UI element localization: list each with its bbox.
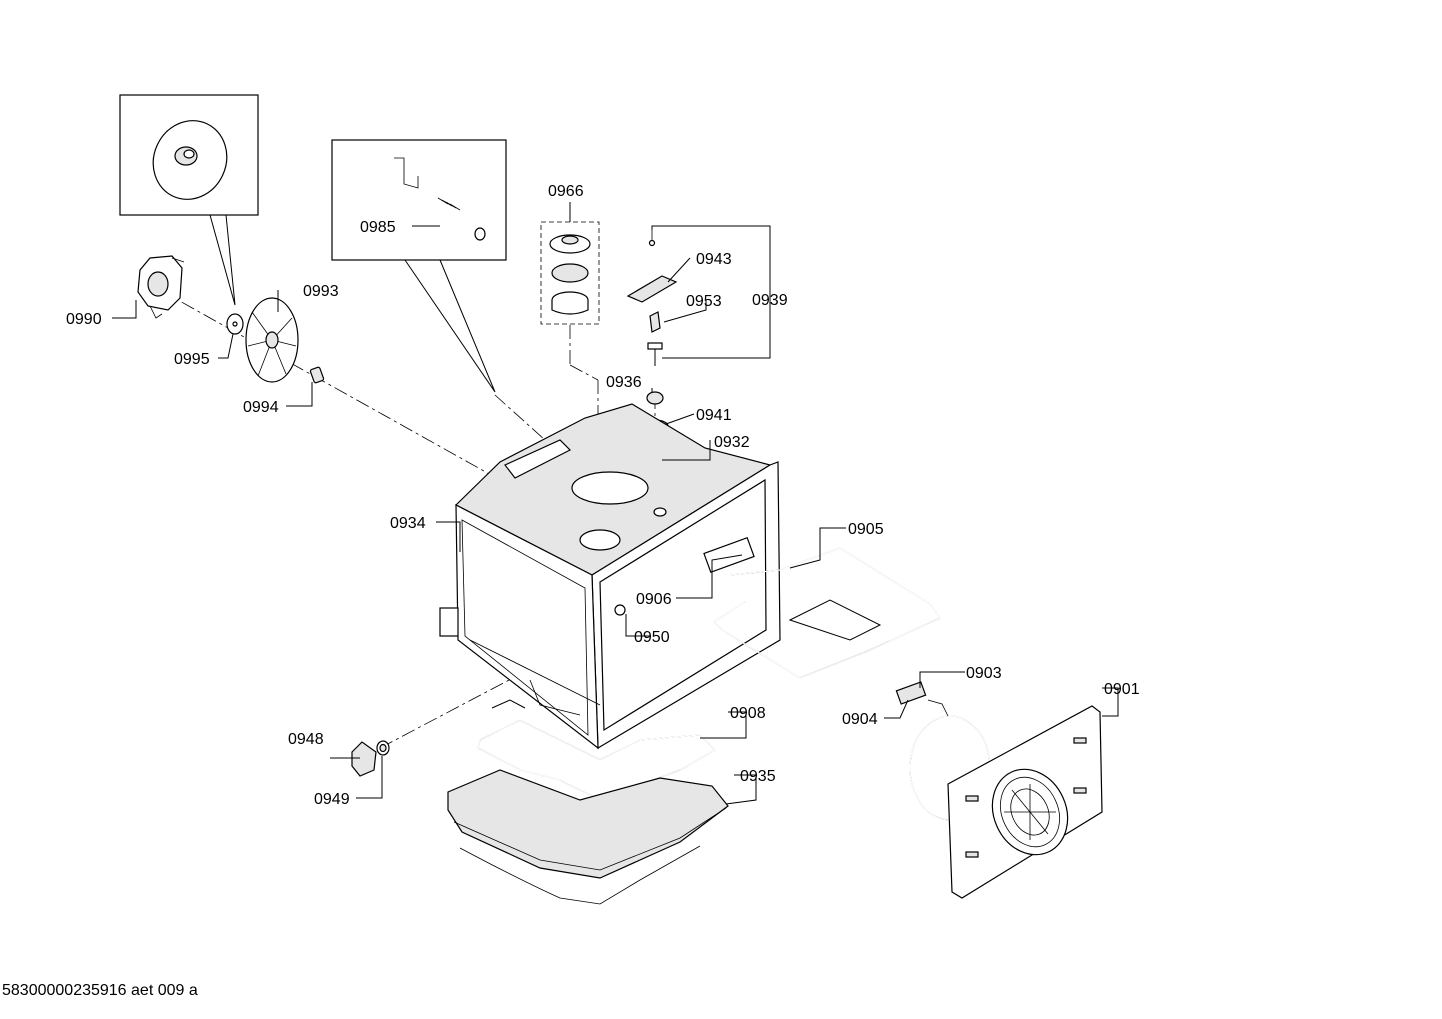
label-0943: 0943	[696, 251, 732, 268]
label-0950: 0950	[634, 629, 670, 646]
label-0953: 0953	[686, 293, 722, 310]
back-panel-part	[947, 705, 1103, 899]
label-0985: 0985	[360, 219, 396, 236]
part-labels: 0990 0995 0993 0994 0985 0966 0943 0953 …	[66, 183, 1140, 808]
label-0901: 0901	[1104, 681, 1140, 698]
fan-wheel-part	[245, 297, 299, 383]
label-0934: 0934	[390, 515, 426, 532]
label-0908: 0908	[730, 705, 766, 722]
rod-detail-inset	[331, 139, 507, 393]
lamp-cover-group	[540, 221, 600, 325]
drawing-reference-number: 58300000235916 aet 009 a	[2, 982, 198, 999]
label-0906: 0906	[636, 591, 672, 608]
bottom-heater-element	[477, 699, 716, 801]
label-0932: 0932	[714, 434, 750, 451]
fan-motor-part	[137, 255, 185, 319]
insulation-blanket	[447, 769, 729, 905]
label-0903: 0903	[966, 665, 1002, 682]
sensor-bracket-group	[626, 230, 678, 366]
leader-lines	[112, 202, 1119, 805]
label-0990: 0990	[66, 311, 102, 328]
label-0941: 0941	[696, 407, 732, 424]
label-0995: 0995	[174, 351, 210, 368]
label-0966: 0966	[548, 183, 584, 200]
label-0904: 0904	[842, 711, 878, 728]
label-0993: 0993	[303, 283, 339, 300]
label-0936: 0936	[606, 374, 642, 391]
top-heater-element	[703, 536, 941, 679]
label-0939: 0939	[752, 292, 788, 309]
label-0905: 0905	[848, 521, 884, 538]
fan-nut-part	[309, 366, 325, 384]
label-0935: 0935	[740, 768, 776, 785]
label-0948: 0948	[288, 731, 324, 748]
label-0949: 0949	[314, 791, 350, 808]
lamp-holder-part	[351, 740, 390, 777]
label-0994: 0994	[243, 399, 279, 416]
fan-washer-part	[226, 313, 244, 335]
oven-cavity-part	[439, 403, 781, 750]
fan-disc-detail-inset	[119, 94, 259, 306]
